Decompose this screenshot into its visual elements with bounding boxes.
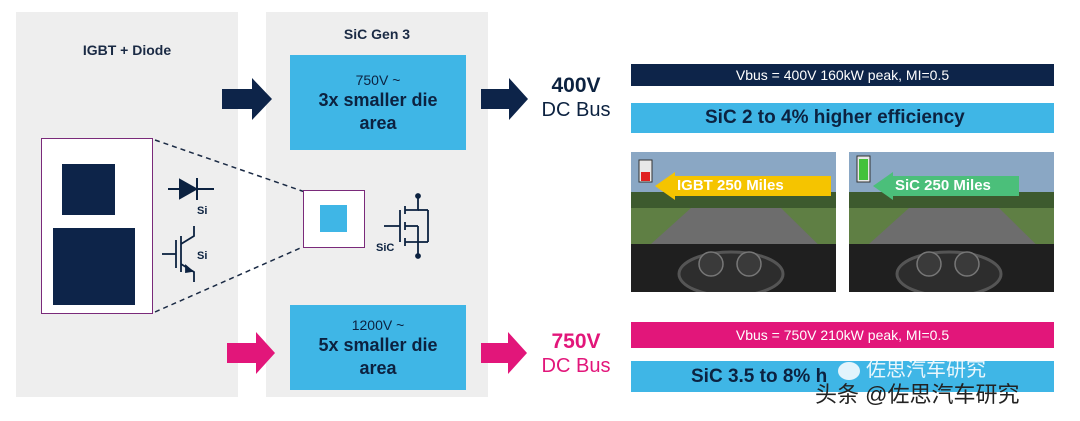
bus-400v-label: DC Bus bbox=[541, 99, 611, 121]
sic-miles-label: SiC 250 Miles bbox=[895, 177, 991, 194]
igbt-miles-label: IGBT 250 Miles bbox=[677, 177, 784, 194]
sic-gen3-title: SiC Gen 3 bbox=[343, 26, 411, 42]
efficiency-bar-400v: SiC 2 to 4% higher efficiency bbox=[631, 103, 1054, 133]
box-750v-voltage: 750V ~ bbox=[355, 71, 401, 88]
magenta-arrow-left-icon bbox=[227, 332, 275, 374]
igbt-die-frame bbox=[41, 138, 153, 314]
box-1200v: 1200V ~ 5x smaller die area bbox=[290, 305, 466, 390]
spec-bar-400v: Vbus = 400V 160kW peak, MI=0.5 bbox=[631, 64, 1054, 86]
bus-400v: 400V DC Bus bbox=[526, 74, 626, 122]
watermark-top-text: 佐思汽车研究 bbox=[866, 359, 986, 381]
zoom-line-bottom bbox=[154, 245, 306, 313]
box-1200v-voltage: 1200V ~ bbox=[351, 316, 405, 333]
igbt-die bbox=[53, 228, 135, 305]
igbt-symbol-icon bbox=[162, 226, 195, 282]
bus-750v: 750V DC Bus bbox=[526, 330, 626, 378]
yellow-arrow-icon bbox=[655, 172, 831, 200]
box-750v-text: 3x smaller die area bbox=[318, 89, 438, 133]
diode-die bbox=[62, 164, 115, 215]
bus-400v-voltage: 400V bbox=[551, 74, 601, 97]
sic-die bbox=[320, 205, 347, 232]
watermark-top: 佐思汽车研究 bbox=[838, 358, 986, 382]
bus-750v-label: DC Bus bbox=[541, 355, 611, 377]
bus-750v-voltage: 750V bbox=[551, 330, 601, 353]
igbt-label: Si bbox=[197, 250, 208, 262]
igbt-photo-image bbox=[631, 152, 836, 292]
wechat-icon bbox=[838, 361, 860, 380]
mosfet-label: SiC bbox=[376, 242, 395, 254]
mosfet-symbol-icon bbox=[384, 193, 429, 259]
box-750v: 750V ~ 3x smaller die area bbox=[290, 55, 466, 150]
box-1200v-text: 5x smaller die area bbox=[318, 334, 438, 378]
igbt-diode-title: IGBT + Diode bbox=[82, 42, 172, 58]
igbt-miles-arrow: IGBT 250 Miles bbox=[655, 172, 835, 200]
spec-bar-750v: Vbus = 750V 210kW peak, MI=0.5 bbox=[631, 322, 1054, 348]
diode-label: Si bbox=[197, 205, 208, 217]
diode-symbol-icon bbox=[168, 178, 214, 200]
green-arrow-icon bbox=[873, 172, 1019, 200]
watermark-bottom: 头条 @佐思汽车研究 bbox=[815, 382, 1020, 407]
zoom-line-top bbox=[154, 139, 306, 193]
navy-arrow-left-icon bbox=[222, 78, 272, 120]
sic-die-frame bbox=[303, 190, 365, 248]
navy-arrow-right-icon bbox=[481, 78, 528, 120]
igbt-driving-photo: IGBT 250 Miles bbox=[631, 152, 836, 292]
sic-driving-photo: SiC 250 Miles bbox=[849, 152, 1054, 292]
sic-miles-arrow: SiC 250 Miles bbox=[873, 172, 1023, 200]
magenta-arrow-right-icon bbox=[481, 332, 527, 374]
